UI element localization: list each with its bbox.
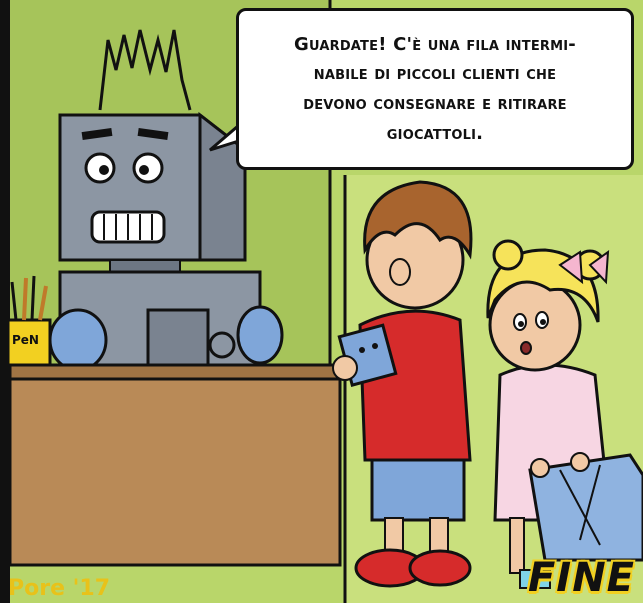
girl-bow xyxy=(558,249,610,285)
boy-shoe-right xyxy=(408,549,472,587)
pen-cup xyxy=(6,318,52,367)
panel-left-border xyxy=(0,0,10,603)
speech-bubble: Guardate! C'è una fila intermi- nabile d… xyxy=(236,8,634,170)
end-label: FINE xyxy=(527,555,635,601)
pen-cup-label: PeN xyxy=(12,333,39,347)
desk xyxy=(8,363,342,567)
girl-head xyxy=(488,278,582,372)
speech-bubble-text: Guardate! C'è una fila intermi- nabile d… xyxy=(294,30,576,149)
speech-line: nabile di piccoli clienti che xyxy=(313,63,557,85)
boy-shorts xyxy=(370,453,466,522)
speech-line: devono consegnare e ritirare xyxy=(303,93,567,114)
speech-line: giocattoli. xyxy=(386,122,484,144)
robot-antenna xyxy=(98,29,192,111)
speech-line: Guardate! C'è una fila intermi- xyxy=(294,33,576,55)
toy-box xyxy=(528,453,643,562)
artist-signature: Pore '17 xyxy=(8,576,111,601)
boy-hair xyxy=(363,180,473,260)
